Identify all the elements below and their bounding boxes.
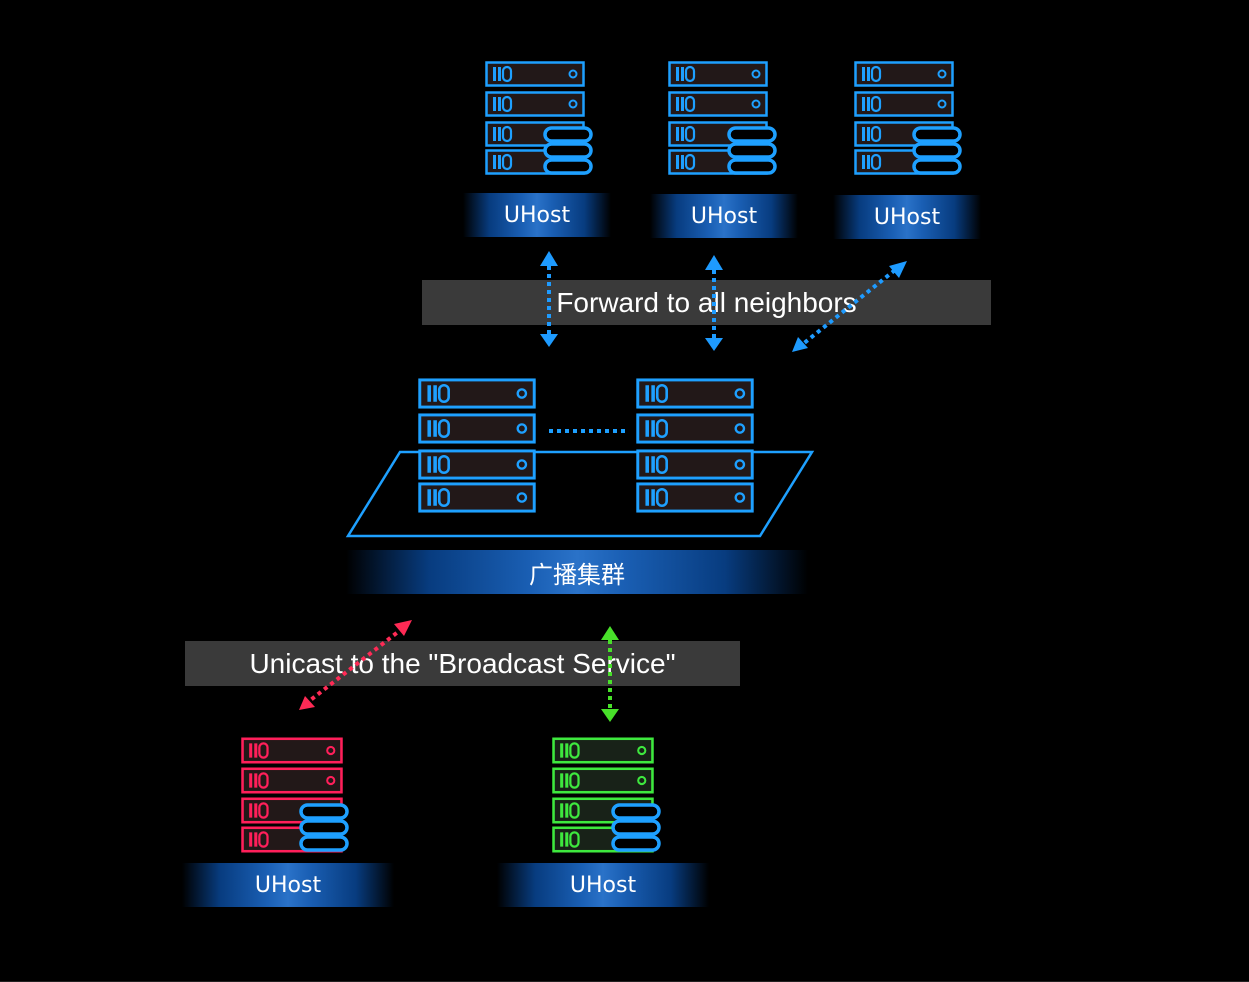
database-icon [543,126,593,175]
broadcast-cluster [345,378,815,538]
host-label-top-right: UHost [833,195,981,239]
host-label-top-left: UHost [463,193,611,237]
bottom-right-host [552,737,661,853]
database-icon [727,126,777,175]
bottom-left-host [241,737,349,853]
top-middle-host [668,61,777,175]
database-icon [912,126,962,175]
host-label-bottom-left: UHost [182,863,394,907]
host-label-bottom-right: UHost [497,863,709,907]
cluster-label: 广播集群 [346,550,808,594]
host-label-top-middle: UHost [650,194,798,238]
top-left-host [485,61,593,175]
forward-caption: Forward to all neighbors [422,280,991,325]
database-icon [611,803,661,852]
server-rack-icon [418,378,536,513]
database-icon [299,803,349,852]
unicast-caption: Unicast to the "Broadcast Service" [185,641,740,686]
top-right-host [854,61,962,175]
server-rack-icon [636,378,754,513]
